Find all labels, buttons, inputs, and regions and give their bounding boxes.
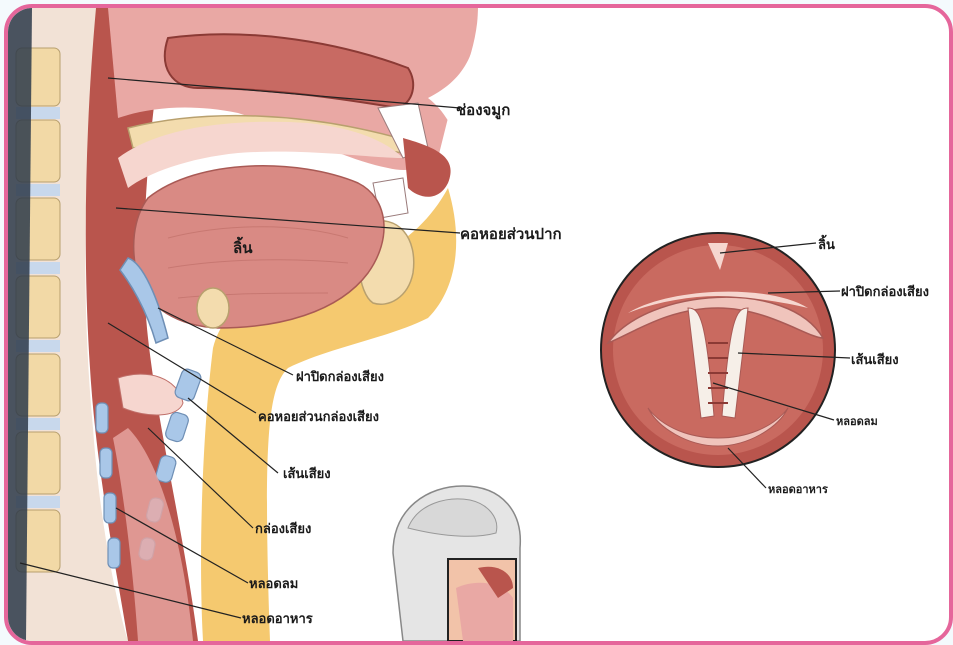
head-thumbnail [393, 486, 520, 641]
label-larynx: กล่องเสียง [255, 518, 311, 539]
label-oral-pharynx: คอหอยส่วนปาก [460, 222, 562, 246]
larynx-inset [601, 233, 850, 488]
illustration-frame: ช่องจมูก คอหอยส่วนปาก ลิ้น ฝาปิดกล่องเสี… [4, 4, 953, 645]
inset-label-tongue: ลิ้น [818, 234, 835, 255]
laryngeal-cavity [118, 374, 183, 415]
label-trachea: หลอดลม [249, 573, 298, 594]
label-vocal-cords: เส้นเสียง [283, 463, 331, 484]
inset-label-epiglottis: ฝาปิดกล่องเสียง [841, 281, 929, 302]
label-tongue: ลิ้น [233, 236, 252, 260]
label-epiglottis: ฝาปิดกล่องเสียง [296, 366, 384, 387]
lips [403, 138, 451, 197]
label-nasal-cavity: ช่องจมูก [456, 98, 510, 122]
label-laryngopharynx: คอหอยส่วนกล่องเสียง [258, 406, 379, 427]
inset-label-vocal-cords: เส้นเสียง [851, 349, 899, 370]
inset-label-esophagus: หลอดอาหาร [768, 480, 828, 498]
hyoid-bone [197, 288, 229, 328]
label-esophagus: หลอดอาหาร [242, 608, 313, 629]
inset-label-trachea: หลอดลม [836, 412, 878, 430]
